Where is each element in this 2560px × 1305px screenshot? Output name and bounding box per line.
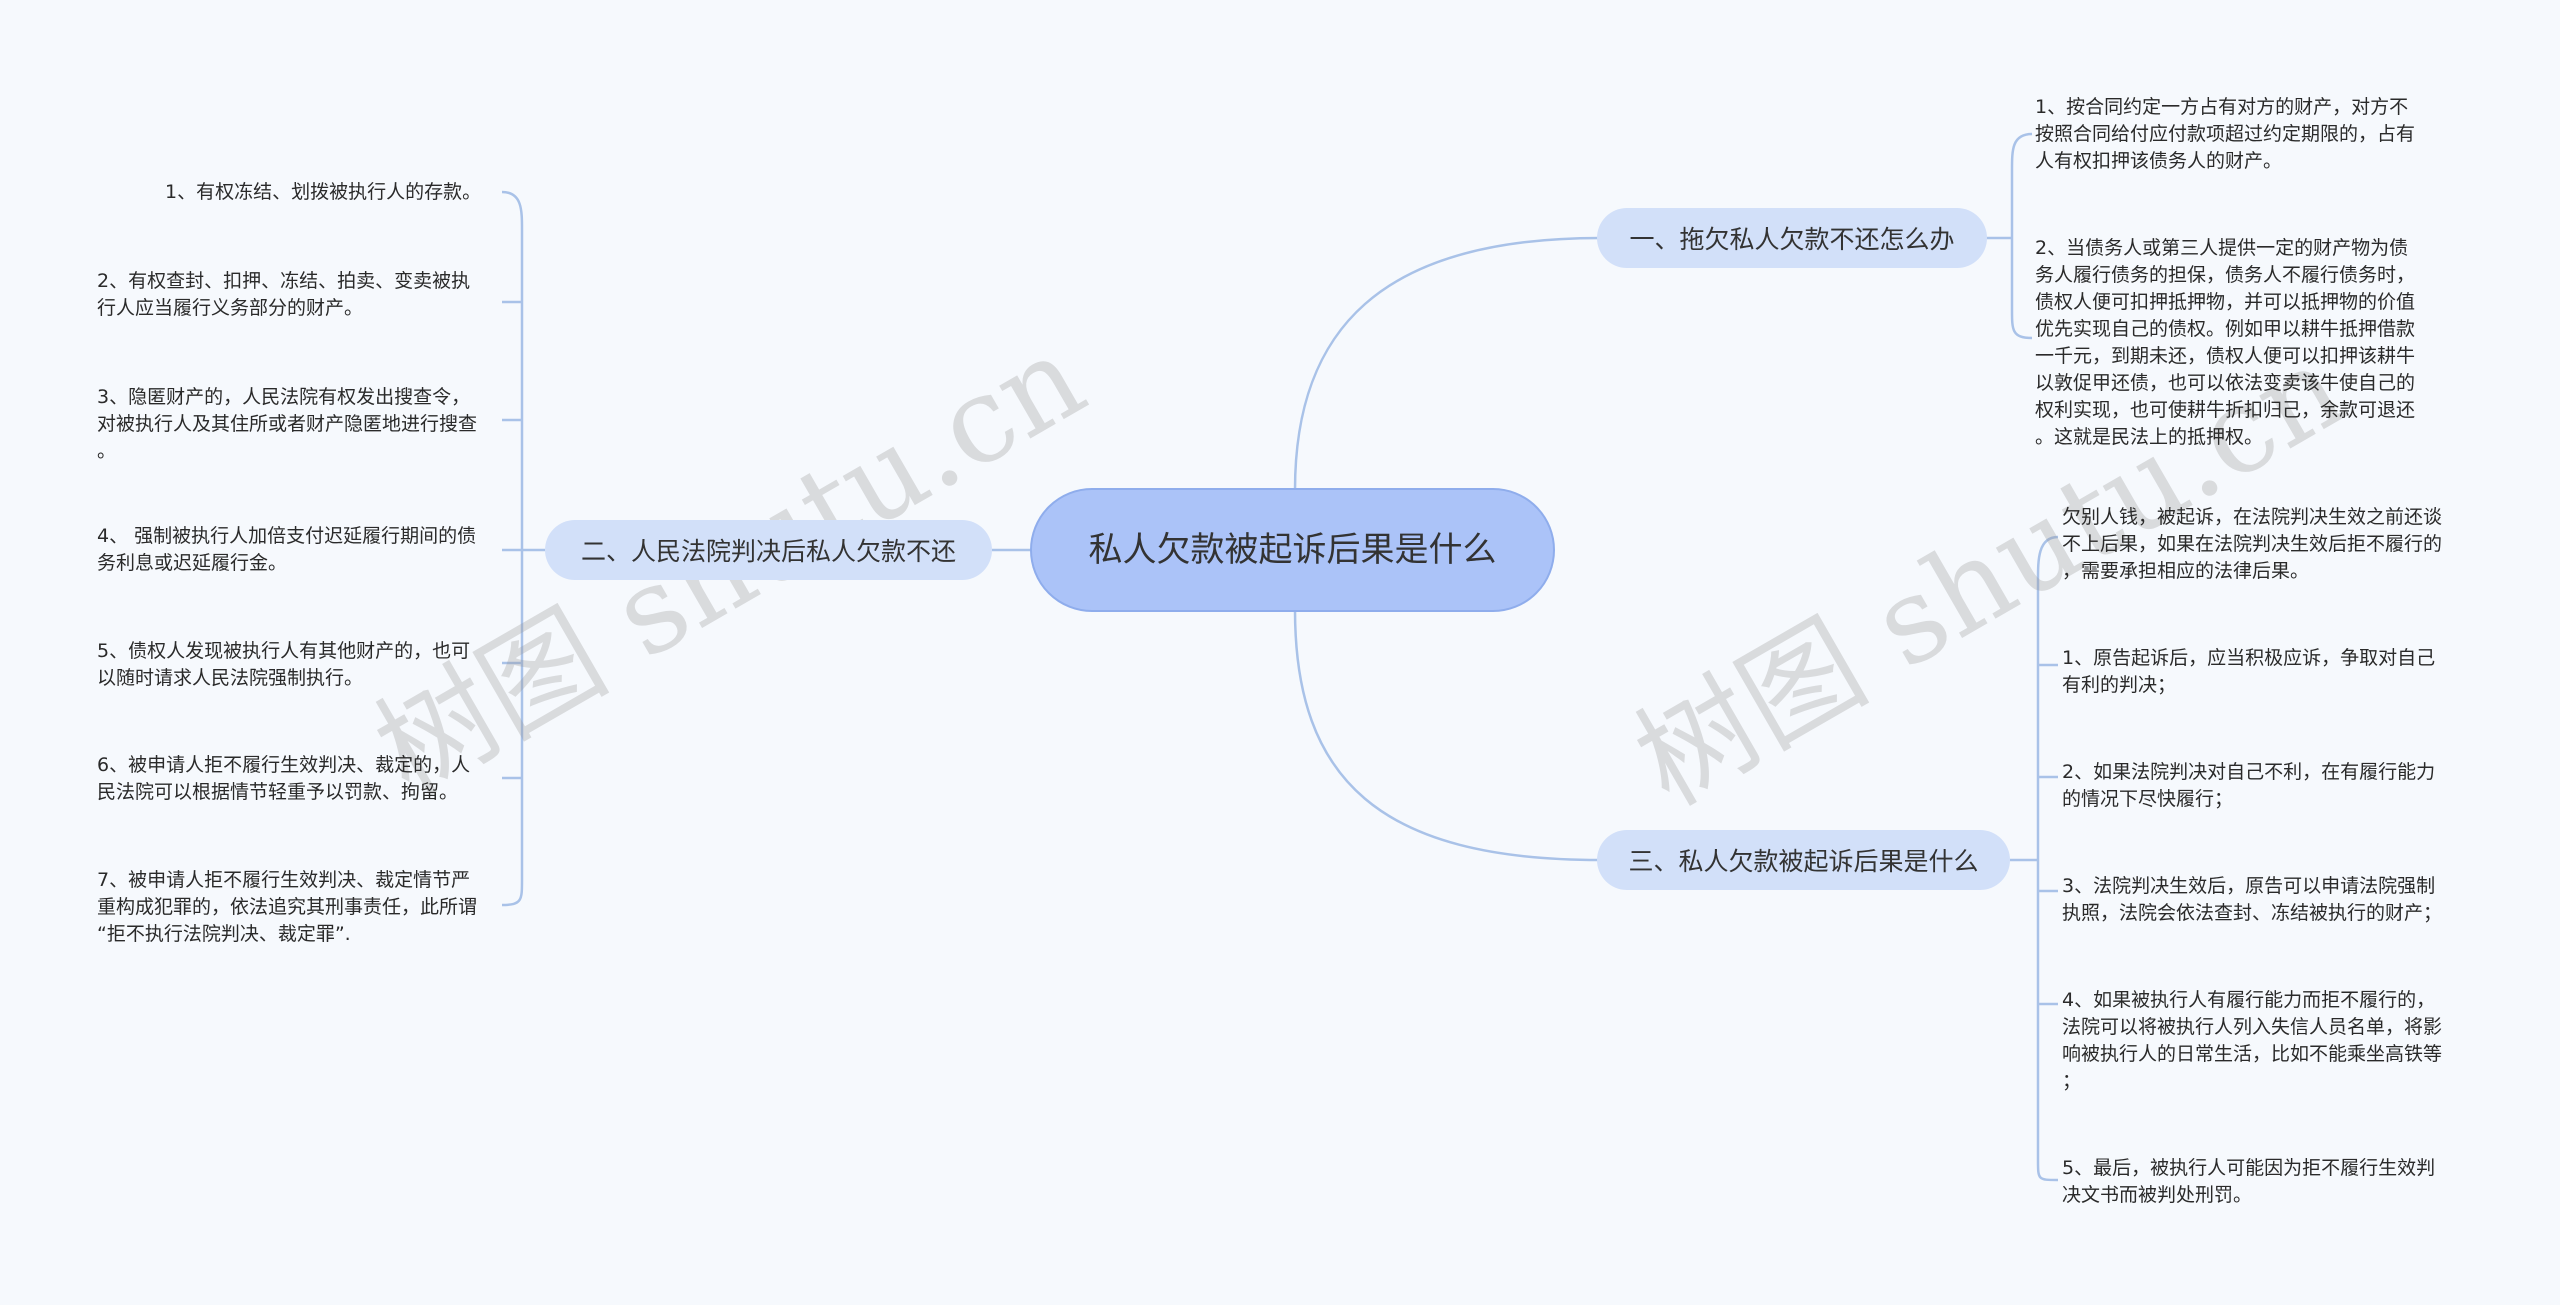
branch-node-2[interactable]: 二、人民法院判决后私人欠款不还 (545, 520, 992, 580)
central-topic-label: 私人欠款被起诉后果是什么 (1088, 530, 1497, 570)
b2-leaf-3: 3、隐匿财产的，人民法院有权发出搜查令， 对被执行人及其住所或者财产隐匿地进行搜… (97, 386, 478, 462)
link-center-b3 (1293, 609, 1601, 862)
b3-leaf-2: 1、原告起诉后，应当积极应诉，争取对自己 有利的判决； (2062, 647, 2436, 696)
ticks-b3 (2038, 663, 2058, 1006)
branch-node-3[interactable]: 三、私人欠款被起诉后果是什么 (1597, 830, 2010, 890)
b2-leaf-5: 5、债权人发现被执行人有其他财产的，也可 以随时请求人民法院强制执行。 (97, 640, 471, 689)
b3-leaf-4: 3、法院判决生效后，原告可以申请法院强制 执照，法院会依法查封、冻结被执行的财产… (2062, 875, 2443, 924)
b2-leaf-7: 7、被申请人拒不履行生效判决、裁定情节严 重构成犯罪的，依法追究其刑事责任，此所… (97, 869, 478, 945)
branch-2-label: 二、人民法院判决后私人欠款不还 (580, 537, 956, 566)
b1-leaf-1: 1、按合同约定一方占有对方的财产，对方不 按照合同给付应付款项超过约定期限的，占… (2035, 96, 2416, 172)
b3-leaf-3: 2、如果法院判决对自己不利，在有履行能力 的情况下尽快履行； (2062, 761, 2436, 810)
b3-leaf-1: 欠别人钱，被起诉，在法院判决生效之前还谈 不上后果，如果在法院判决生效后拒不履行… (2062, 506, 2443, 582)
b2-leaf-6: 6、被申请人拒不履行生效判决、裁定的，人 民法院可以根据情节轻重予以罚款、拘留。 (97, 754, 471, 803)
b2-leaf-1: 1、有权冻结、划拨被执行人的存款。 (165, 181, 482, 203)
central-topic[interactable]: 私人欠款被起诉后果是什么 (1030, 488, 1555, 612)
branch-1-label: 一、拖欠私人欠款不还怎么办 (1629, 225, 1955, 254)
b2-leaf-2: 2、有权查封、扣押、冻结、拍卖、变卖被执 行人应当履行义务部分的财产。 (97, 270, 471, 319)
branch-node-1[interactable]: 一、拖欠私人欠款不还怎么办 (1597, 208, 1987, 268)
b3-leaf-5: 4、如果被执行人有履行能力而拒不履行的， 法院可以将被执行人列入失信人员名单，将… (2062, 989, 2443, 1092)
bracket-b1 (2010, 132, 2033, 340)
b1-leaf-2: 2、当债务人或第三人提供一定的财产物为债 务人履行债务的担保，债务人不履行债务时… (2035, 237, 2416, 448)
link-center-b1 (1293, 236, 1601, 491)
b2-leaf-4: 4、 强制被执行人加倍支付迟延履行期间的债 务利息或迟延履行金。 (97, 525, 477, 574)
b3-leaf-6: 5、最后，被执行人可能因为拒不履行生效判 决文书而被判处刑罚。 (2062, 1157, 2436, 1206)
bracket-b2 (501, 190, 524, 907)
branch-3-label: 三、私人欠款被起诉后果是什么 (1628, 847, 1979, 876)
ticks-b2 (502, 300, 522, 780)
bracket-b3 (2036, 535, 2059, 1182)
